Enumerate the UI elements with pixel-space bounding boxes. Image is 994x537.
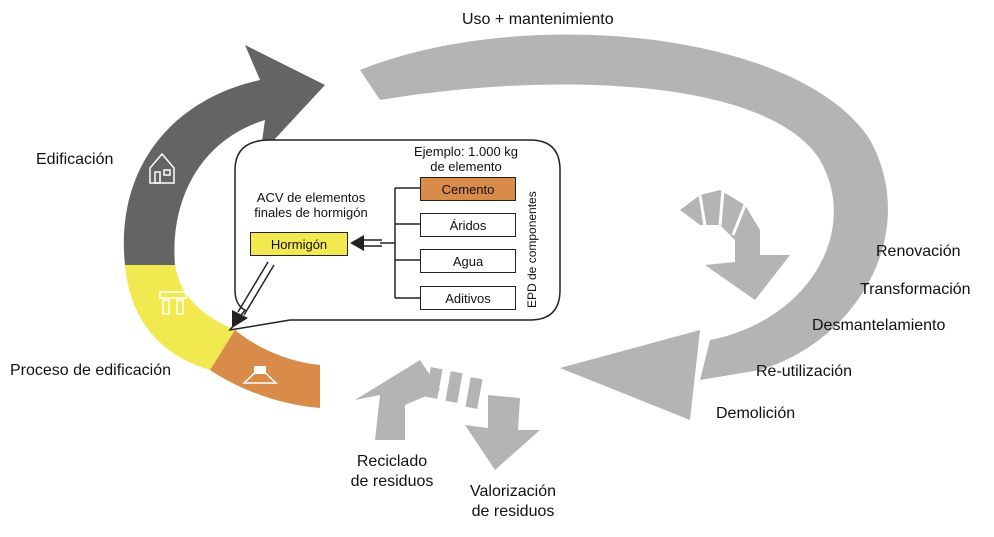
building-arrow xyxy=(123,45,325,265)
label-renovation: Renovación xyxy=(876,243,961,260)
label-building: Edificación xyxy=(36,151,114,168)
label-building-process: Proceso de edificación xyxy=(10,362,171,379)
label-use-maintenance: Uso + mantenimiento xyxy=(462,11,614,28)
foundation-icon xyxy=(242,366,278,384)
double-arrow-left xyxy=(350,235,382,251)
columns-icon xyxy=(159,291,187,315)
yellow-segment xyxy=(125,265,235,370)
use-arrow xyxy=(360,34,888,380)
label-reuse: Re-utilización xyxy=(756,363,853,380)
label-demolition: Demolición xyxy=(716,405,796,422)
label-recovery: Valorización de residuos xyxy=(470,483,556,520)
label-transformation: Transformación xyxy=(860,281,971,298)
component-cemento: Cemento xyxy=(420,177,516,201)
inner-swirl-arrow xyxy=(680,190,790,300)
hormigon-box: Hormigón xyxy=(250,232,348,256)
recovery-arrow xyxy=(465,395,540,470)
demolition-arrowhead xyxy=(560,330,700,420)
label-recycling: Reciclado de residuos xyxy=(350,453,434,490)
recycling-arrow xyxy=(355,360,440,440)
acv-caption: ACV de elementos finales de hormigón xyxy=(254,190,368,220)
epd-caption: EPD de componentes xyxy=(525,191,539,308)
component-tree xyxy=(380,187,420,299)
component-aditivos: Aditivos xyxy=(420,286,516,310)
double-arrow-down xyxy=(232,261,275,328)
example-caption: Ejemplo: 1.000 kg de elemento xyxy=(413,144,519,174)
house-icon xyxy=(149,152,175,184)
component-aridos: Áridos xyxy=(420,213,516,237)
component-agua: Agua xyxy=(420,249,516,273)
label-dismantling: Desmantelamiento xyxy=(812,317,946,334)
